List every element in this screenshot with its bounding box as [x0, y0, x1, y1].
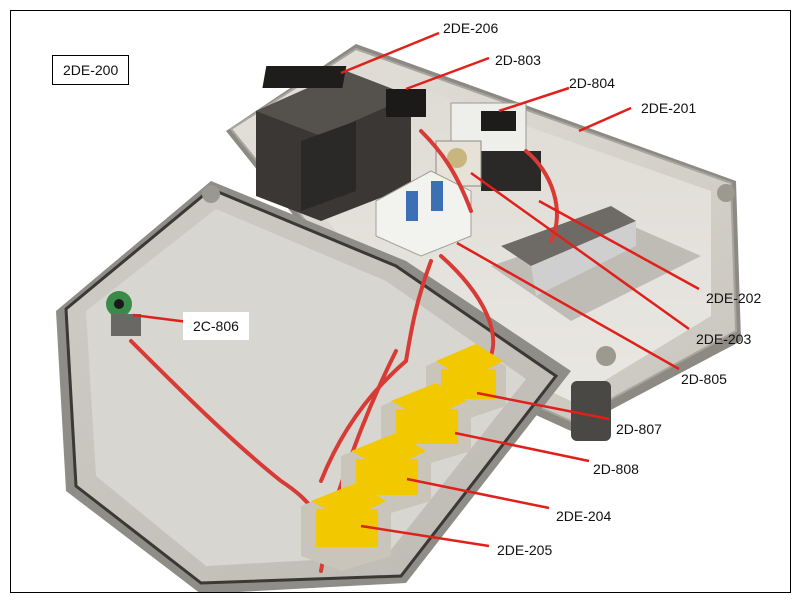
leader-2d-805 — [456, 241, 680, 371]
callout-2de-201: 2DE-201 — [641, 100, 697, 116]
callout-2c-806: 2C-806 — [183, 312, 249, 340]
leader-2de-201 — [578, 106, 632, 133]
transformer-2de-206 — [256, 66, 411, 221]
push-button-blocks — [301, 344, 506, 571]
callout-2de-204: 2DE-204 — [556, 508, 612, 524]
leader-2c-806 — [132, 313, 189, 324]
callout-2de-203: 2DE-203 — [696, 331, 752, 347]
leader-2d-803 — [405, 56, 490, 91]
gland-2c-806 — [106, 291, 141, 336]
leader-2d-804 — [498, 86, 570, 113]
terminal-2d-803 — [386, 89, 426, 117]
leader-lines — [132, 31, 700, 548]
callout-2de-205: 2DE-205 — [497, 542, 553, 558]
leader-2de-202 — [538, 199, 700, 291]
callout-2d-807: 2D-807 — [616, 421, 662, 437]
leader-2de-204 — [406, 477, 550, 510]
leader-2de-203 — [470, 171, 690, 331]
callout-2de-206: 2DE-206 — [443, 20, 499, 36]
callout-2d-805: 2D-805 — [681, 371, 727, 387]
callout-2d-804: 2D-804 — [569, 75, 615, 91]
callout-2d-803: 2D-803 — [495, 52, 541, 68]
button-2de-205 — [301, 483, 391, 571]
leader-2de-206 — [340, 31, 440, 75]
breaker-2de-203 — [375, 170, 472, 257]
leader-2d-807 — [476, 391, 610, 421]
figure-title-label: 2DE-200 — [52, 55, 130, 85]
leader-2de-205 — [360, 524, 490, 548]
figure-frame: 2DE-200 2DE-206 2D-803 2D-804 2DE-201 2C… — [10, 10, 791, 593]
callout-2d-808: 2D-808 — [593, 461, 639, 477]
leader-2d-808 — [454, 431, 590, 463]
control-box-photo — [56, 31, 741, 592]
callout-2de-202: 2DE-202 — [706, 290, 762, 306]
